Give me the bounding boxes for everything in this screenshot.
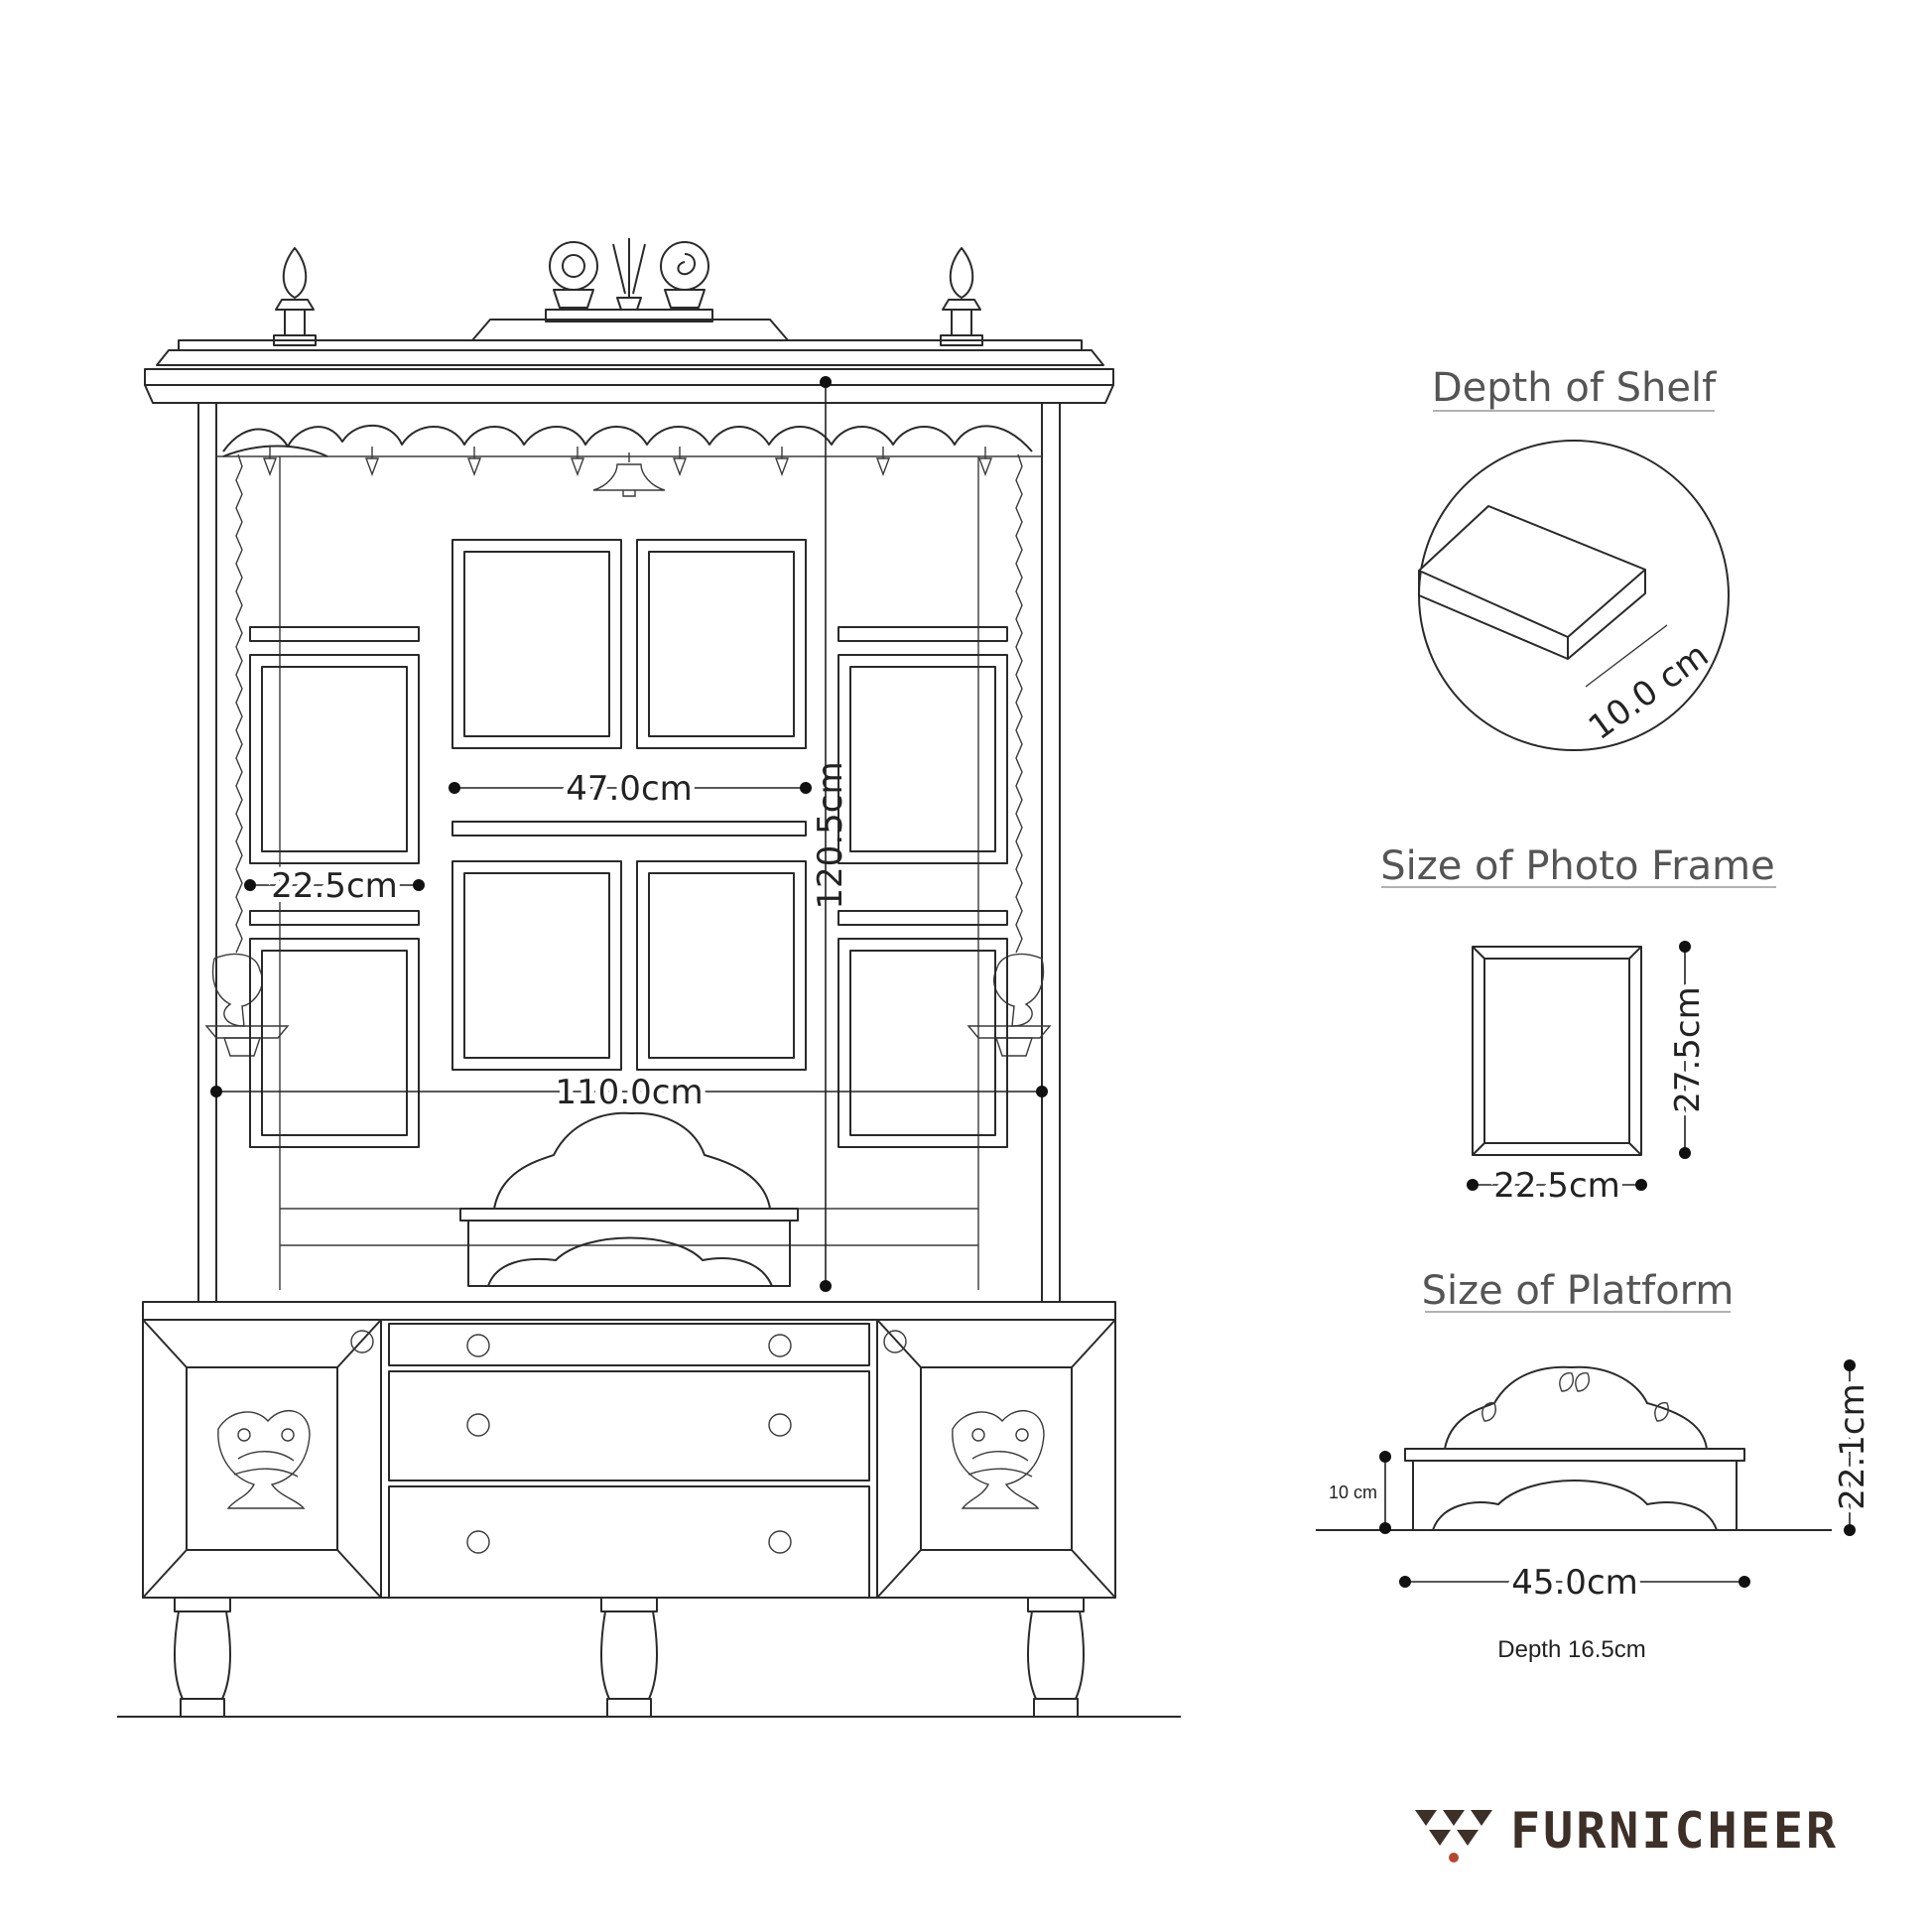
drawer-knobs xyxy=(350,1330,907,1554)
platform-heading: Size of Platform xyxy=(1422,1268,1735,1314)
shankh-chakra-namam-emblem-icon xyxy=(471,238,789,341)
shelf-depth-panel: Depth of Shelf 10.0 cm xyxy=(1418,365,1730,751)
platform-leaf-motifs-icon xyxy=(1481,1372,1669,1422)
right-finial-icon xyxy=(940,247,983,346)
overall-width-dimension-line xyxy=(210,1086,1048,1097)
left-chain-lamp-icon xyxy=(204,453,290,1057)
base-height-label: 10 cm xyxy=(1329,1482,1377,1502)
right-pillar xyxy=(1041,402,1061,1303)
left-peacock-carving-icon xyxy=(217,1410,311,1509)
left-pillar xyxy=(197,402,217,1303)
base-cabinet xyxy=(142,1301,1116,1599)
platform-depth-note: Depth 16.5cm xyxy=(1497,1636,1645,1663)
brand-name: FURNICHEER xyxy=(1510,1802,1839,1860)
platform-width-label: 45.0cm xyxy=(1511,1563,1638,1603)
frame-width-label: 22.5cm xyxy=(1493,1166,1620,1206)
total-height-label: 22.1cm xyxy=(1833,1383,1872,1510)
shelf-depth-heading: Depth of Shelf xyxy=(1432,365,1717,411)
inner-width-label: 47.0cm xyxy=(566,769,693,809)
scalloped-valance xyxy=(222,424,1033,457)
cabinet-legs xyxy=(117,1597,1181,1718)
right-peacock-carving-icon xyxy=(952,1410,1045,1509)
roof-cornice xyxy=(144,339,1114,404)
shelf-plank-icon xyxy=(1418,505,1646,660)
hanging-bells-icon xyxy=(262,447,993,497)
inner-width-dimension-line xyxy=(449,782,812,794)
photo-frame-heading: Size of Photo Frame xyxy=(1380,843,1775,889)
photo-frame-panel: Size of Photo Frame 27.5cm 22.5cm xyxy=(1380,843,1776,1211)
overall-width-label: 110.0cm xyxy=(555,1073,703,1112)
frame-height-dimension-line xyxy=(1679,941,1691,1159)
temple-cabinet-drawing: 120.5cm 47.0cm 22.5cm 110.0cm xyxy=(117,238,1181,1718)
side-frame-width-label: 22.5cm xyxy=(271,866,398,906)
platform-width-dimension-line xyxy=(1399,1576,1750,1588)
frame-height-label: 27.5cm xyxy=(1668,986,1708,1113)
left-finial-icon xyxy=(273,247,317,346)
frame-width-dimension-line xyxy=(1467,1179,1647,1191)
right-chain-lamp-icon xyxy=(966,453,1052,1057)
overall-height-label: 120.5cm xyxy=(811,761,850,909)
total-height-dimension-line xyxy=(1844,1359,1856,1536)
photo-frame-icon xyxy=(1472,946,1642,1156)
base-height-dimension-line xyxy=(1379,1451,1391,1534)
side-frame-width-dimension-line xyxy=(244,879,425,891)
shelves xyxy=(249,626,1008,926)
photo-frames xyxy=(249,539,1008,1148)
height-dimension-line xyxy=(820,376,832,1292)
furnicheer-logo: FURNICHEER xyxy=(1415,1802,1839,1863)
platform-panel: Size of Platform 10 cm 22.1cm xyxy=(1316,1268,1877,1663)
inner-platform xyxy=(459,1111,799,1287)
platform-icon xyxy=(1316,1365,1832,1531)
furnicheer-logo-icon xyxy=(1415,1810,1492,1863)
